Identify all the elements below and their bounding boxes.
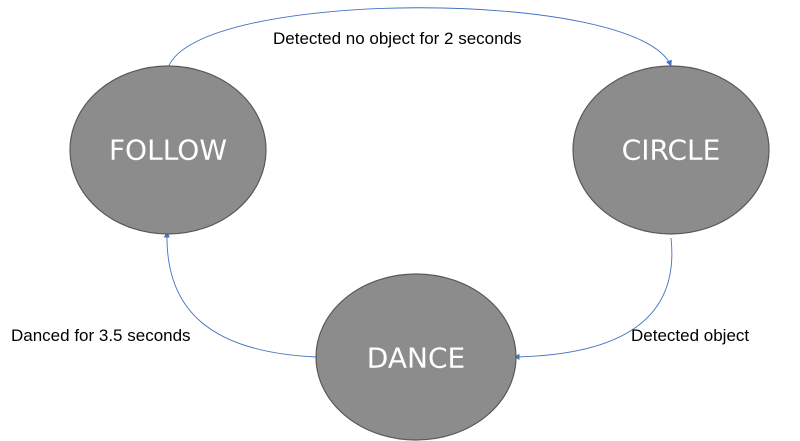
transition-circle-to-dance-arrow <box>513 237 673 361</box>
state-dance-label: DANCE <box>367 342 465 375</box>
state-dance: DANCE <box>315 273 517 441</box>
state-follow: FOLLOW <box>69 65 267 235</box>
state-follow-label: FOLLOW <box>109 134 227 167</box>
state-circle: CIRCLE <box>572 65 770 235</box>
transition-dance-to-follow-label: Danced for 3.5 seconds <box>11 326 191 345</box>
transition-follow-to-circle-arrow <box>167 7 672 69</box>
transition-follow-to-circle-label: Detected no object for 2 seconds <box>273 29 522 48</box>
transition-dance-to-follow-arrow <box>163 231 317 358</box>
state-circle-label: CIRCLE <box>622 134 721 167</box>
transition-circle-to-dance-label: Detected object <box>631 326 749 345</box>
